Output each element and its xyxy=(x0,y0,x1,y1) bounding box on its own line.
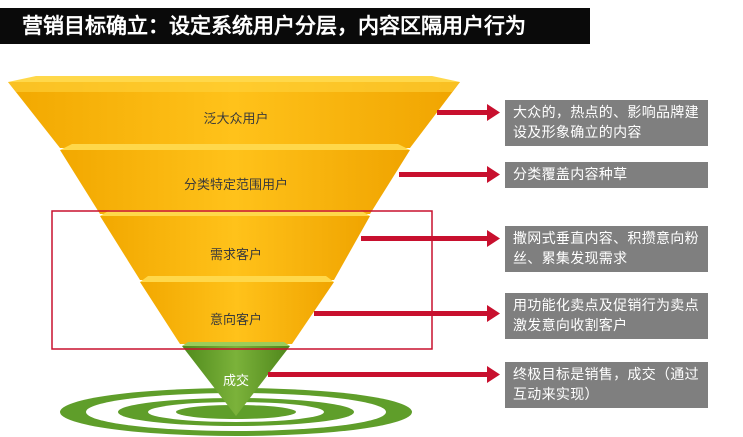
layer-label-4: 意向客户 xyxy=(209,313,263,328)
layer-label-5: 成交 xyxy=(222,374,250,389)
note-box-4: 用功能化卖点及促销行为卖点 激发意向收割客户 xyxy=(505,293,708,339)
note-box-5: 终极目标是销售，成交（通过互动来实现） xyxy=(505,362,708,408)
funnel-layer-2 xyxy=(60,144,410,214)
arrow-icon xyxy=(399,166,500,183)
note-box-3: 撒网式垂直内容、积攒意向粉丝、累集发现需求 xyxy=(505,226,708,272)
funnel-tip xyxy=(182,342,290,416)
layer-label-1: 泛大众用户 xyxy=(203,112,269,127)
funnel-layer-1 xyxy=(8,76,460,148)
funnel-layer-4 xyxy=(140,276,334,344)
arrow-icon xyxy=(361,230,500,247)
page-title: 营销目标确立：设定系统用户分层，内容区隔用户行为 xyxy=(0,8,590,44)
arrow-icon xyxy=(314,305,500,322)
note-box-2: 分类覆盖内容种草 xyxy=(505,162,708,188)
note-box-1: 大众的，热点的、影响品牌建设及形象确立的内容 xyxy=(505,100,708,146)
layer-label-2: 分类特定范围用户 xyxy=(183,178,289,193)
arrow-icon xyxy=(437,104,500,121)
highlight-frame xyxy=(51,210,433,350)
arrow-icon xyxy=(268,366,500,383)
layer-label-3: 需求客户 xyxy=(209,248,263,263)
